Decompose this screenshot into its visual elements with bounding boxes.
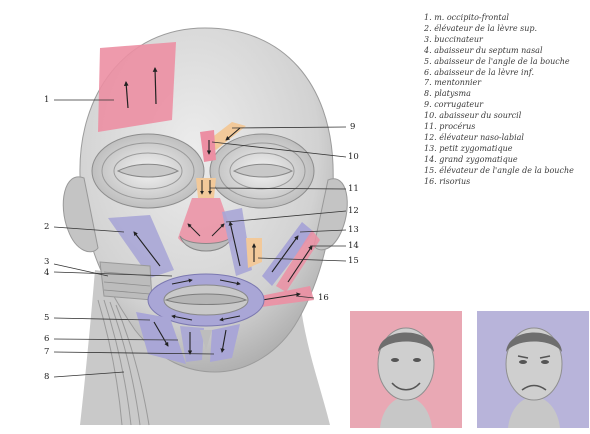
legend-item: 9. corrugateur <box>424 100 574 111</box>
callout-12: 12 <box>348 206 359 216</box>
legend-item: 10. abaisseur du sourcil <box>424 111 574 122</box>
callout-10: 10 <box>348 152 359 162</box>
legend-item: 3. buccinateur <box>424 35 574 46</box>
callout-7: 7 <box>44 347 49 357</box>
legend-item: 12. élévateur naso-labial <box>424 133 574 144</box>
callout-14: 14 <box>348 241 359 251</box>
legend-item: 7. mentonnier <box>424 78 574 89</box>
legend-item: 6. abaisseur de la lèvre inf. <box>424 68 574 79</box>
legend-item: 4. abaisseur du septum nasal <box>424 46 574 57</box>
legend-item: 2. élévateur de la lèvre sup. <box>424 24 574 35</box>
photo-smiling-face <box>350 311 462 428</box>
legend-item: 14. grand zygomatique <box>424 155 574 166</box>
legend-item: 11. procérus <box>424 122 574 133</box>
callout-5: 5 <box>44 313 49 323</box>
buccinateur-muscle <box>100 262 152 300</box>
legend-item: 15. élévateur de l'angle de la bouche <box>424 166 574 177</box>
right-eye-orbit <box>210 134 314 208</box>
callout-1: 1 <box>44 95 49 105</box>
callout-15: 15 <box>348 256 359 266</box>
legend-item: 13. petit zygomatique <box>424 144 574 155</box>
legend-item: 1. m. occipito-frontal <box>424 13 574 24</box>
legend-item: 5. abaisseur de l'angle de la bouche <box>424 57 574 68</box>
left-eye-orbit <box>92 134 204 208</box>
legend-item: 8. platysma <box>424 89 574 100</box>
occipito-frontal-muscle <box>98 42 176 132</box>
callout-3: 3 <box>44 257 49 267</box>
callout-13: 13 <box>348 225 359 235</box>
callout-11: 11 <box>348 184 359 194</box>
callout-2: 2 <box>44 222 49 232</box>
muscle-legend: 1. m. occipito-frontal 2. élévateur de l… <box>424 13 574 188</box>
legend-item: 16. risorius <box>424 177 574 188</box>
callout-8: 8 <box>44 372 49 382</box>
callout-6: 6 <box>44 334 49 344</box>
callout-4: 4 <box>44 268 49 278</box>
photo-frowning-face <box>477 311 589 428</box>
callout-16: 16 <box>318 293 329 303</box>
callout-9: 9 <box>350 122 355 132</box>
